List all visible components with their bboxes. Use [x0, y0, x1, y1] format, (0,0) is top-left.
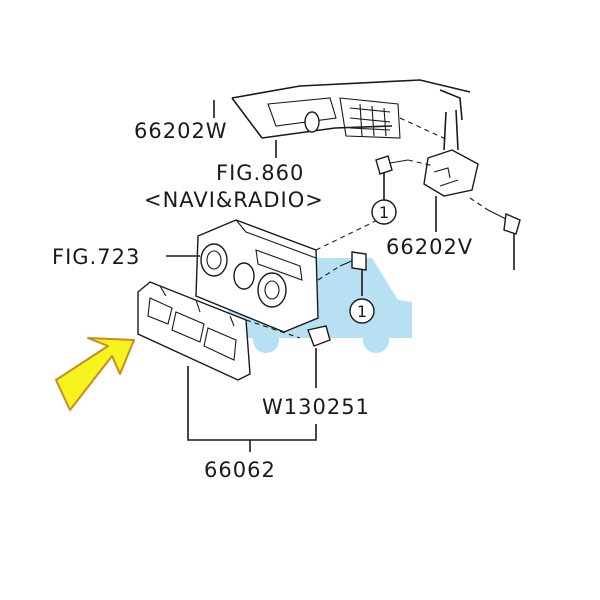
watermark-wheel-right	[363, 327, 389, 353]
panel-display	[255, 249, 303, 281]
bezel-opening-1	[147, 297, 173, 325]
bezel-opening-3	[203, 327, 237, 361]
label-66202w: 66202W	[134, 119, 228, 143]
unit-knob	[304, 111, 320, 133]
bezel-dash	[245, 319, 301, 339]
label-66062: 66062	[204, 458, 276, 482]
unit-ribs	[349, 107, 391, 131]
knob-right	[257, 272, 287, 308]
screw-upper	[375, 155, 435, 175]
bezel-frame	[137, 281, 251, 381]
unit-slot	[267, 97, 337, 127]
leader-66062-bracket	[187, 366, 317, 441]
screw-upper-head	[375, 155, 393, 175]
unit-side-panel	[339, 97, 401, 139]
knob-left-inner	[206, 250, 222, 270]
label-fig860: FIG.860	[216, 161, 304, 185]
heater-control-panel	[195, 213, 391, 333]
knob-center	[233, 262, 255, 290]
arrow-icon	[55, 337, 135, 411]
bezel-tabs	[159, 285, 235, 327]
callout-circle-1a	[371, 199, 397, 225]
panel-top-lip	[235, 219, 317, 259]
panel-dash-screw	[317, 265, 341, 281]
callout-circle-1b	[349, 298, 375, 324]
unit-front-edge	[261, 125, 393, 139]
knob-right-inner	[264, 280, 280, 300]
screw-right-dash	[469, 197, 489, 211]
bracket-66202v	[399, 109, 479, 197]
label-w130251: W130251	[262, 395, 370, 419]
callout-text-1a: 1	[379, 203, 389, 222]
screw-right-shank	[487, 209, 509, 221]
bracket-body	[423, 149, 479, 197]
bracket-arm-2	[455, 109, 459, 151]
unit-right-edge	[439, 89, 463, 121]
screw-upper-shank	[389, 159, 409, 164]
screw-right-head	[503, 212, 521, 235]
bracket-arm	[443, 111, 447, 151]
callout-text-1b: 1	[357, 302, 367, 321]
screw-panel-head	[351, 251, 367, 271]
clip-w130251	[307, 325, 331, 347]
watermark-wheel-left	[253, 327, 279, 353]
navi-radio-unit	[231, 79, 471, 139]
label-fig723: FIG.723	[52, 245, 140, 269]
clip-body	[307, 325, 331, 347]
screw-right	[469, 197, 521, 235]
bracket-detail	[433, 167, 459, 187]
screw-upper-dash	[407, 159, 435, 167]
bezel-66062	[137, 281, 301, 381]
bracket-dash	[399, 117, 449, 141]
leader-lines	[166, 100, 515, 452]
bezel-opening-2	[171, 311, 205, 343]
screw-panel	[339, 251, 367, 271]
panel-dash-upper	[315, 213, 391, 251]
unit-grid	[359, 103, 387, 137]
knob-left	[200, 243, 228, 277]
unit-top-edge	[231, 79, 471, 99]
label-66202v: 66202V	[386, 235, 473, 259]
pointer-arrow	[55, 337, 135, 411]
unit-left-edge	[231, 97, 263, 139]
label-navi-radio: <NAVI&RADIO>	[144, 188, 324, 212]
